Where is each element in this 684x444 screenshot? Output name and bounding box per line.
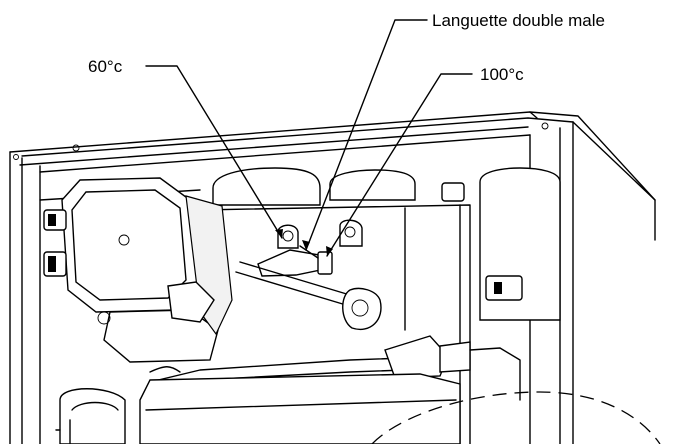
pump [43, 177, 233, 363]
piping [149, 219, 523, 401]
leader-tab [305, 19, 428, 251]
label-60: 60°c [88, 57, 123, 76]
label-tab: Languette double male [432, 11, 605, 30]
arrow-60 [275, 229, 283, 238]
label-100: 100°c [480, 65, 524, 84]
arrow-tab [302, 240, 310, 250]
leader-60 [145, 65, 283, 239]
arrow-100 [326, 246, 333, 256]
leader-100 [326, 73, 473, 257]
lower-components [55, 373, 461, 444]
leader-lines [145, 19, 473, 257]
detail-circle [371, 391, 661, 444]
